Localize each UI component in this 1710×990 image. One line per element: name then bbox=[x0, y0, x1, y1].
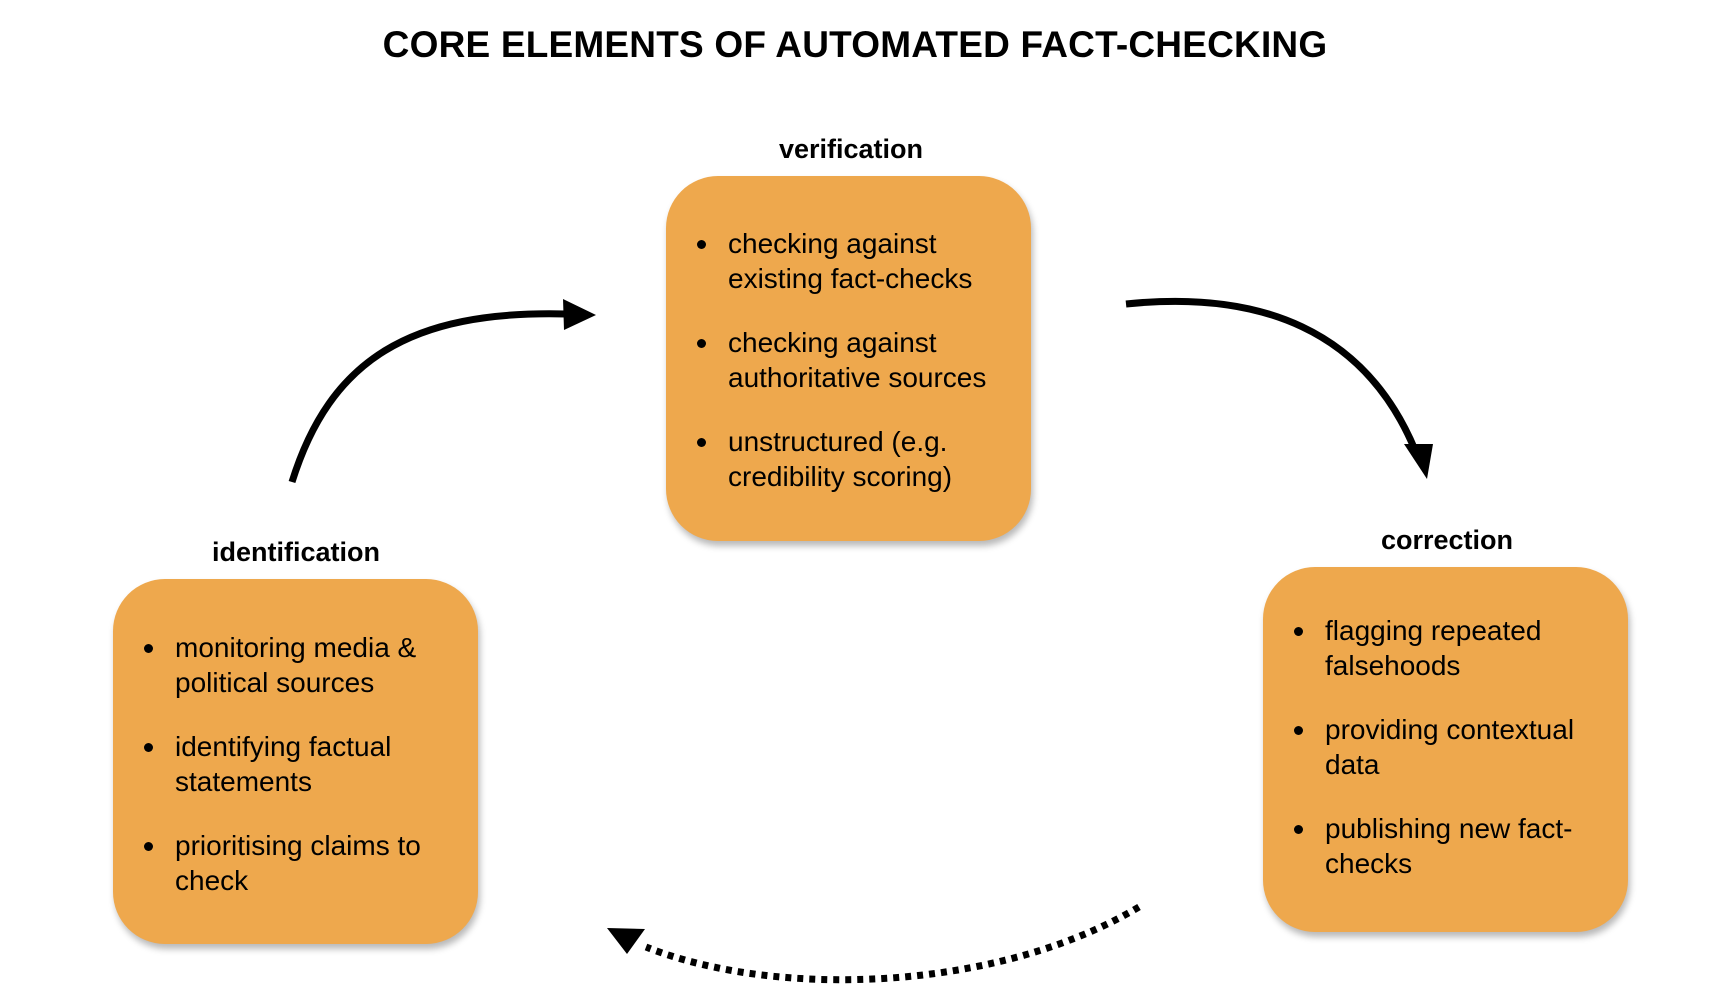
bullet-icon bbox=[144, 743, 153, 752]
bullet-icon bbox=[1294, 726, 1303, 735]
item-text: unstructured (e.g.credibility scoring) bbox=[728, 426, 953, 492]
arrow-curve bbox=[288, 310, 567, 484]
item-text: publishing new fact-checks bbox=[1325, 813, 1573, 879]
arrowhead-icon bbox=[607, 928, 645, 954]
arrowhead-icon bbox=[1404, 444, 1433, 479]
diagram-title: CORE ELEMENTS OF AUTOMATED FACT-CHECKING bbox=[382, 24, 1328, 65]
correction-label: correction bbox=[1380, 525, 1514, 555]
identification-list: monitoring media &political sources iden… bbox=[113, 630, 421, 927]
bullet-icon bbox=[144, 644, 153, 653]
verification-label: verification bbox=[778, 134, 924, 164]
bullet-icon bbox=[697, 339, 706, 348]
identification-label: identification bbox=[212, 537, 380, 567]
identification-box: monitoring media &political sources iden… bbox=[113, 579, 478, 944]
arrow-identification-to-verification bbox=[288, 299, 596, 484]
identification-item: monitoring media &political sources bbox=[113, 630, 421, 700]
correction-item: publishing new fact-checks bbox=[1263, 811, 1574, 881]
arrow-curve bbox=[1125, 297, 1419, 452]
bullet-icon bbox=[1294, 825, 1303, 834]
bullet-icon bbox=[1294, 627, 1303, 636]
verification-item: unstructured (e.g.credibility scoring) bbox=[666, 424, 986, 494]
arrow-verification-to-correction bbox=[1125, 297, 1433, 479]
bullet-icon bbox=[144, 842, 153, 851]
item-text: monitoring media &political sources bbox=[175, 632, 417, 698]
arrowhead-icon bbox=[563, 299, 596, 330]
arrow-correction-to-identification bbox=[607, 903, 1141, 984]
bullet-icon bbox=[697, 438, 706, 447]
dotted-arrow-curve bbox=[644, 903, 1141, 984]
bullet-icon bbox=[697, 240, 706, 249]
